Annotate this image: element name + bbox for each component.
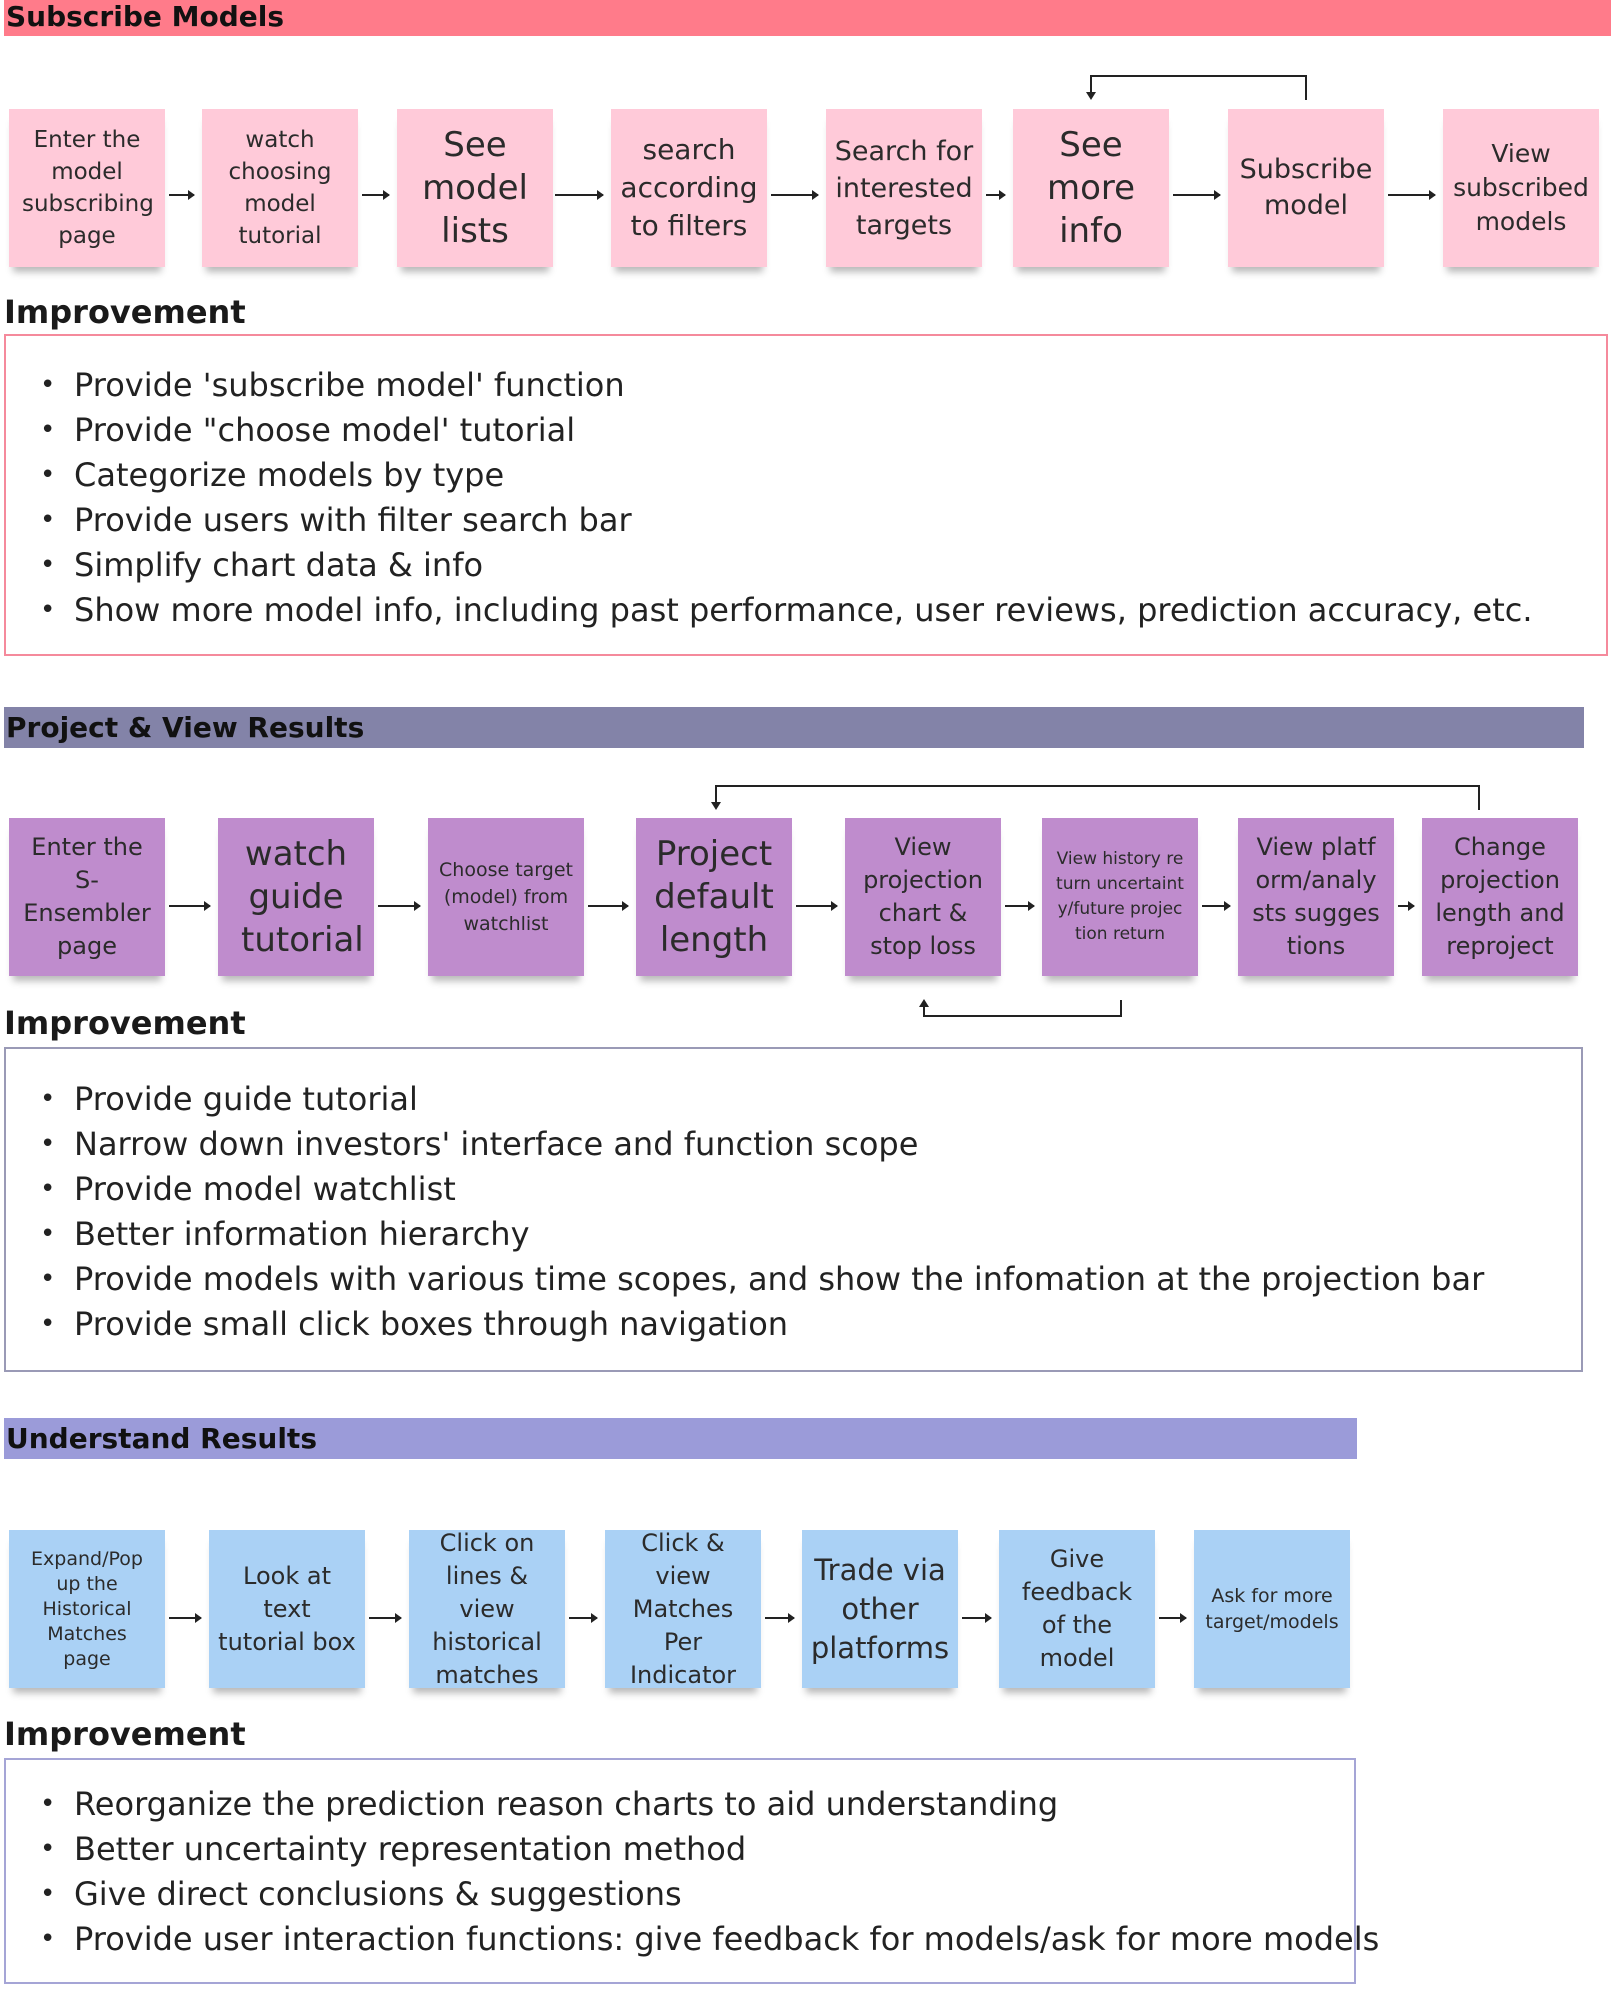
- step-label: watch choosing model tutorial: [228, 127, 332, 249]
- step-note: Search for interested targets: [826, 109, 982, 267]
- flow-arrow: [962, 1613, 992, 1623]
- improvement-item: Give direct conclusions & suggestions: [6, 1872, 1354, 1917]
- flow-arrow: [1398, 901, 1415, 911]
- section-header-subscribe-models: Subscribe Models: [4, 0, 1611, 36]
- step-label: Trade via other platforms: [810, 1552, 950, 1665]
- step-label: View history return uncertainty/future p…: [1056, 849, 1184, 944]
- flow-arrow: [588, 901, 629, 911]
- step-label: Enter the model subscribing page: [22, 127, 154, 249]
- flow-arrow: [169, 1613, 202, 1623]
- improvement-box-understand-results: Reorganize the prediction reason charts …: [4, 1758, 1379, 1984]
- improvement-item: Categorize models by type: [6, 453, 1606, 498]
- improvement-list: Reorganize the prediction reason charts …: [6, 1782, 1379, 1962]
- step-note: Trade via other platforms: [802, 1530, 958, 1688]
- step-note: View projection chart & stop loss: [845, 818, 1001, 976]
- section-header-project-view-results: Project & View Results: [4, 707, 1584, 748]
- step-label: Expand/Pop up the Historical Matches pag…: [31, 1547, 143, 1670]
- step-label: View projection chart & stop loss: [863, 833, 983, 960]
- improvement-item: Provide users with filter search bar: [6, 498, 1606, 543]
- step-label: Look at text tutorial box: [218, 1561, 356, 1656]
- improvement-title: Improvement: [4, 1004, 246, 1042]
- step-label: View subscribed models: [1453, 139, 1589, 236]
- flow-arrow: [169, 190, 195, 200]
- step-note: Click & view Matches Per Indicator: [605, 1529, 761, 1689]
- step-note: watch guide tutorial: [218, 818, 374, 976]
- improvement-list: Provide guide tutorial Narrow down inves…: [6, 1077, 1581, 1347]
- step-note: Project default length: [636, 818, 792, 976]
- step-label: Give feedback of the model: [1021, 1545, 1133, 1672]
- step-label: Change projection length and reproject: [1435, 833, 1565, 960]
- step-note: See more info: [1013, 109, 1169, 267]
- step-label: Ask for more target/models: [1205, 1585, 1339, 1633]
- step-note: Ask for more target/models: [1194, 1530, 1350, 1688]
- improvement-box-project-view-results: Provide guide tutorial Narrow down inves…: [4, 1047, 1583, 1372]
- improvement-box-subscribe-models: Provide 'subscribe model' function Provi…: [4, 334, 1608, 656]
- flow-arrow: [169, 901, 211, 911]
- flow-arrow: [569, 1613, 598, 1623]
- improvement-item: Provide models with various time scopes,…: [6, 1257, 1581, 1302]
- section-header-understand-results: Understand Results: [4, 1418, 1357, 1459]
- flow-arrow: [1159, 1613, 1187, 1623]
- improvement-item: Narrow down investors' interface and fun…: [6, 1122, 1581, 1167]
- step-note: View platform/analysts suggestions: [1238, 818, 1394, 976]
- flow-arrow: [369, 1613, 402, 1623]
- flow-arrow: [796, 901, 838, 911]
- step-label: Click & view Matches Per Indicator: [629, 1528, 737, 1689]
- step-note: Click on lines & view historical matches: [409, 1529, 565, 1689]
- step-note: watch choosing model tutorial: [202, 109, 358, 267]
- step-label: Project default length: [654, 833, 774, 960]
- improvement-title: Improvement: [4, 293, 246, 331]
- improvement-item: Provide user interaction functions: give…: [6, 1917, 1379, 1962]
- step-note: Give feedback of the model: [999, 1530, 1155, 1688]
- step-label: See more info: [1046, 124, 1136, 251]
- improvement-item: Provide "choose model' tutorial: [6, 408, 1606, 453]
- step-note: View history return uncertainty/future p…: [1042, 818, 1198, 976]
- step-note: Subscribe model: [1228, 109, 1384, 267]
- step-note: Expand/Pop up the Historical Matches pag…: [9, 1530, 165, 1688]
- step-note: Look at text tutorial box: [209, 1530, 365, 1688]
- improvement-item: Provide small click boxes through naviga…: [6, 1302, 1581, 1347]
- step-note: search according to filters: [611, 109, 767, 267]
- step-note: Enter the model subscribing page: [9, 109, 165, 267]
- step-label: View platform/analysts suggestions: [1252, 833, 1380, 960]
- improvement-item: Provide 'subscribe model' function: [6, 363, 1606, 408]
- step-label: search according to filters: [620, 133, 758, 242]
- step-note: View subscribed models: [1443, 109, 1599, 267]
- flow-arrow: [555, 190, 604, 200]
- improvement-item: Better uncertainty representation method: [6, 1827, 1354, 1872]
- flow-arrow: [1173, 190, 1221, 200]
- flow-arrow: [1388, 190, 1436, 200]
- flow-arrow: [362, 190, 390, 200]
- step-label: See model lists: [422, 124, 528, 251]
- step-note: See model lists: [397, 109, 553, 267]
- improvement-item: Show more model info, including past per…: [6, 588, 1606, 633]
- improvement-item: Provide model watchlist: [6, 1167, 1581, 1212]
- step-label: Search for interested targets: [834, 135, 974, 241]
- step-label: watch guide tutorial: [241, 833, 364, 960]
- step-label: Click on lines & view historical matches: [432, 1528, 542, 1689]
- flow-arrow: [1005, 901, 1035, 911]
- step-label: Choose target (model) from watchlist: [439, 858, 573, 935]
- flow-arrow: [378, 901, 421, 911]
- flow-arrow: [771, 190, 819, 200]
- step-note: Enter the S-Ensembler page: [9, 818, 165, 976]
- step-note: Change projection length and reproject: [1422, 818, 1578, 976]
- step-label: Subscribe model: [1239, 154, 1373, 221]
- flow-arrow: [765, 1613, 795, 1623]
- improvement-list: Provide 'subscribe model' function Provi…: [6, 363, 1606, 633]
- improvement-item: Simplify chart data & info: [6, 543, 1606, 588]
- improvement-title: Improvement: [4, 1715, 246, 1753]
- flow-arrow: [1202, 901, 1231, 911]
- improvement-item: Provide guide tutorial: [6, 1077, 1581, 1122]
- flow-arrow: [986, 190, 1006, 200]
- step-label: Enter the S-Ensembler page: [23, 833, 151, 960]
- improvement-item: Better information hierarchy: [6, 1212, 1581, 1257]
- step-note: Choose target (model) from watchlist: [428, 818, 584, 976]
- improvement-item: Reorganize the prediction reason charts …: [6, 1782, 1354, 1827]
